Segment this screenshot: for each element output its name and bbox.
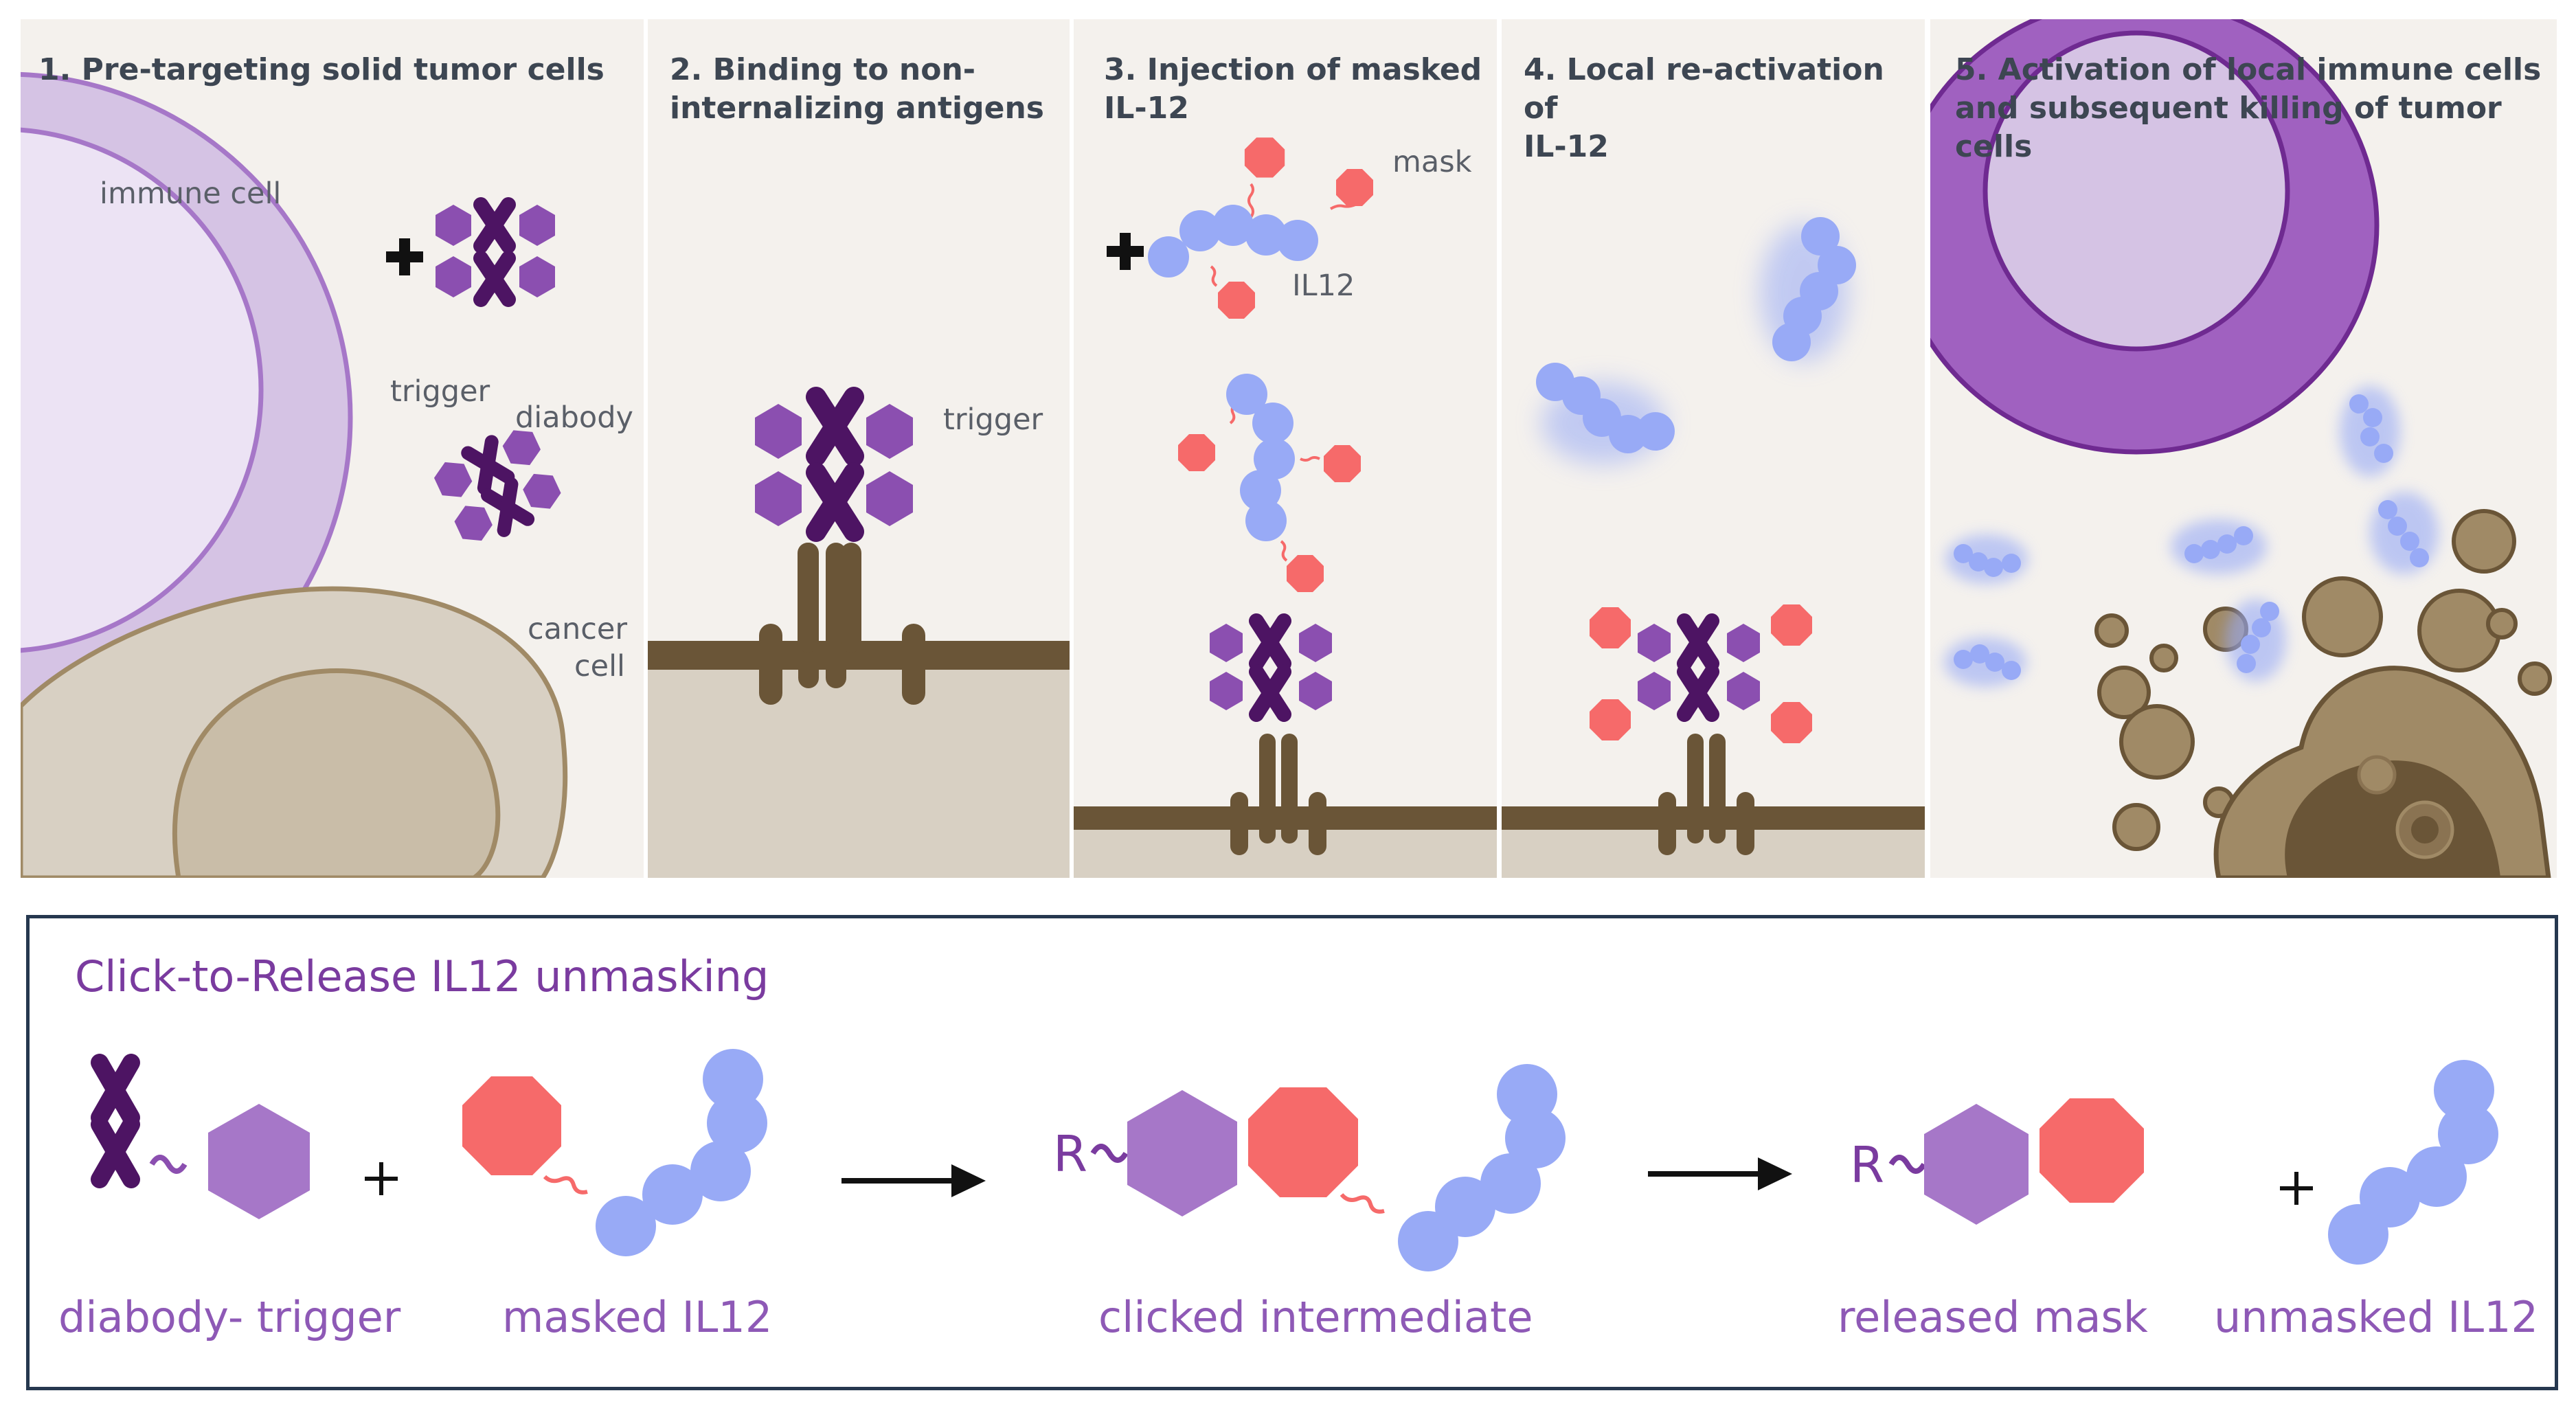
trigger-hexagon-icon xyxy=(1924,1104,2029,1225)
plus-icon xyxy=(1107,233,1144,270)
glow-il12-icon xyxy=(2171,519,2267,574)
panel-3-title: 3. Injection of masked IL-12 xyxy=(1104,52,1482,126)
glow-il12-icon xyxy=(1536,363,1675,464)
glow-il12-icon xyxy=(1944,637,2026,687)
caption-released-mask: released mask xyxy=(1838,1292,2148,1342)
glow-il12-icon xyxy=(2340,386,2400,477)
label-trigger: trigger xyxy=(390,374,490,409)
mask-octagon-icon xyxy=(462,1076,561,1175)
panel-5-title: 5. Activation of local immune cells and … xyxy=(1955,52,2542,164)
panel-5: 5. Activation of local immune cells and … xyxy=(1930,19,2557,878)
plus-icon xyxy=(365,1162,398,1195)
plus-icon xyxy=(2280,1172,2313,1205)
r-label-1: R xyxy=(1053,1125,1087,1183)
diabody-trigger-icon xyxy=(433,430,561,541)
masked-il12-icon xyxy=(462,1049,767,1256)
bound-diabody-with-masks-icon xyxy=(1590,604,1812,743)
label-diabody: diabody xyxy=(515,400,633,435)
masked-il12-icon xyxy=(1178,374,1361,592)
label-trigger-2: trigger xyxy=(943,403,1043,437)
label-mask: mask xyxy=(1392,145,1472,179)
glow-il12-icon xyxy=(1760,217,1856,361)
trigger-hexagon-icon xyxy=(1127,1090,1237,1216)
plus-icon xyxy=(386,238,423,275)
click-to-release-box: Click-to-Release IL12 unmasking xyxy=(26,915,2558,1390)
immune-cell xyxy=(21,72,353,763)
released-mask-icon: R xyxy=(1850,1098,2144,1225)
label-cancer: cancer xyxy=(528,612,627,646)
panel-1-title: 1. Pre-targeting solid tumor cells xyxy=(38,52,605,87)
dying-tumor-cell xyxy=(2094,509,2552,878)
antigen-receptor xyxy=(1658,734,1754,855)
cancer-cell xyxy=(21,586,568,878)
diabody-icon xyxy=(436,197,555,307)
label-immune-cell: immune cell xyxy=(100,177,281,211)
label-il12: IL12 xyxy=(1292,269,1355,303)
caption-unmasked-il12: unmasked IL12 xyxy=(2214,1292,2538,1342)
il12-chain-icon xyxy=(2328,1060,2498,1265)
arrow-right-icon xyxy=(1648,1157,1792,1190)
bound-diabody-icon xyxy=(755,387,913,542)
mask-octagon-icon xyxy=(1248,1087,1358,1197)
glow-il12-icon xyxy=(1945,534,2028,584)
diabody-trigger-icon xyxy=(91,1054,310,1219)
label-cell: cell xyxy=(574,649,625,683)
glow-il12-icon xyxy=(2226,599,2286,681)
caption-diabody-trigger: diabody- trigger xyxy=(58,1292,401,1342)
caption-clicked-intermediate: clicked intermediate xyxy=(1098,1292,1533,1342)
activated-immune-cell xyxy=(1930,19,2380,455)
caption-masked-il12: masked IL12 xyxy=(502,1292,773,1342)
trigger-hexagon-icon xyxy=(208,1104,310,1219)
panel-2-title: 2. Binding to non- internalizing antigen… xyxy=(670,52,1044,126)
arrow-right-icon xyxy=(841,1164,986,1197)
panel-2: trigger 2. Binding to non- internalizing… xyxy=(648,19,1070,878)
masked-il12-icon xyxy=(1148,137,1373,319)
top-panels: immune cell trigger diabody cancer cell … xyxy=(21,19,2557,878)
clicked-intermediate-icon: R xyxy=(1053,1064,1566,1271)
mask-octagon-icon xyxy=(2040,1098,2144,1203)
glow-il12-icon xyxy=(2370,492,2439,574)
cancer-cell-surface xyxy=(648,658,1070,878)
antigen-receptor xyxy=(1230,734,1326,855)
r-label-2: R xyxy=(1850,1136,1884,1194)
panel-4: 4. Local re-activation of IL-12 xyxy=(1502,19,1925,878)
panel-4-title: 4. Local re-activation of IL-12 xyxy=(1524,52,1884,164)
bound-diabody-icon xyxy=(1210,613,1332,722)
panel-1: immune cell trigger diabody cancer cell … xyxy=(21,19,644,878)
antigen-receptor xyxy=(759,543,925,705)
box-title: Click-to-Release IL12 unmasking xyxy=(75,951,769,1001)
panel-3: mask IL12 3. Injection of masked IL-12 xyxy=(1074,19,1497,878)
